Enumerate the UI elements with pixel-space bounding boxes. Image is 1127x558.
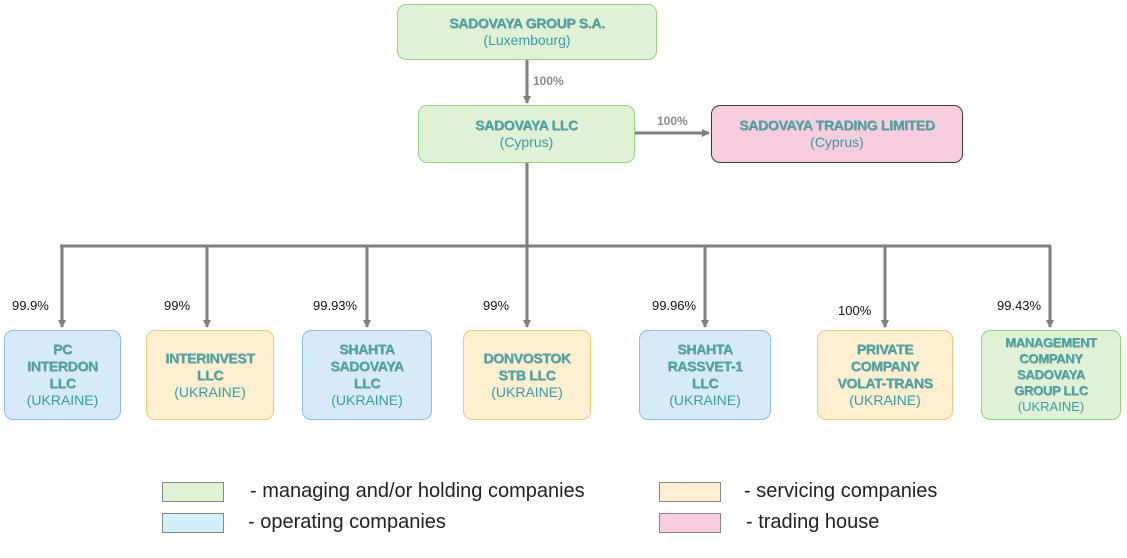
- entity-name: INTERINVEST LLC: [165, 349, 255, 383]
- entity-name: PC INTERDON LLC: [27, 341, 98, 391]
- share-label: 99.43%: [997, 298, 1042, 313]
- entity-management-company-sadovaya-group-llc: MANAGEMENT COMPANY SADOVAYA GROUP LLC (U…: [981, 330, 1121, 420]
- entity-location: (UKRAINE): [26, 392, 99, 408]
- entity-sadovaya-group-sa: SADOVAYA GROUP S.A. (Luxembourg): [397, 4, 657, 60]
- share-label: 99.93%: [313, 298, 358, 313]
- entity-location: (UKRAINE): [1017, 399, 1085, 414]
- entity-location: (Luxembourg): [483, 32, 571, 48]
- entity-private-company-volat-trans: PRIVATE COMPANY VOLAT-TRANS (UKRAINE): [817, 330, 953, 420]
- entity-donvostok-stb-llc: DONVOSTOK STB LLC (UKRAINE): [463, 330, 591, 420]
- entity-name: SADOVAYA GROUP S.A.: [449, 15, 605, 31]
- entity-sadovaya-llc: SADOVAYA LLC (Cyprus): [418, 105, 635, 163]
- entity-location: (UKRAINE): [669, 392, 741, 408]
- edge-label-share: 100%: [533, 74, 564, 88]
- entity-name: DONVOSTOK STB LLC: [483, 349, 571, 383]
- entity-location: (UKRAINE): [331, 392, 403, 408]
- share-label: 99.9%: [12, 298, 49, 313]
- legend-label-operating: - operating companies: [248, 511, 446, 533]
- share-label: 99%: [483, 298, 510, 313]
- legend-swatch-trading: [659, 513, 721, 533]
- entity-name: MANAGEMENT COMPANY SADOVAYA GROUP LLC: [1005, 335, 1097, 398]
- entity-location: (Cyprus): [810, 134, 864, 150]
- entity-name: SHAHTA SADOVAYA LLC: [330, 341, 404, 391]
- entity-name: PRIVATE COMPANY VOLAT-TRANS: [837, 341, 933, 391]
- entity-name: SHAHTA RASSVET-1 LLC: [667, 341, 743, 391]
- share-label: 99%: [164, 298, 191, 313]
- share-label: 99.96%: [652, 298, 697, 313]
- entity-shahta-sadovaya-llc: SHAHTA SADOVAYA LLC (UKRAINE): [302, 330, 432, 420]
- entity-name: SADOVAYA TRADING LIMITED: [739, 117, 935, 133]
- entity-interinvest-llc: INTERINVEST LLC (UKRAINE): [146, 330, 274, 420]
- entity-sadovaya-trading-limited: SADOVAYA TRADING LIMITED (Cyprus): [711, 105, 963, 163]
- legend-label-trading: - trading house: [746, 511, 880, 533]
- edge-label-share: 100%: [657, 114, 688, 128]
- share-label: 100%: [838, 303, 872, 318]
- legend-label-managing: - managing and/or holding companies: [250, 480, 585, 502]
- legend-swatch-managing: [162, 482, 224, 502]
- entity-pc-interdon-llc: PC INTERDON LLC (UKRAINE): [4, 330, 121, 420]
- legend-swatch-servicing: [659, 482, 721, 502]
- legend-swatch-operating: [162, 513, 224, 533]
- entity-name: SADOVAYA LLC: [475, 117, 578, 133]
- entity-location: (Cyprus): [499, 134, 554, 150]
- entity-location: (UKRAINE): [174, 383, 246, 400]
- entity-location: (UKRAINE): [849, 392, 921, 408]
- legend-label-servicing: - servicing companies: [744, 480, 938, 502]
- entity-location: (UKRAINE): [491, 383, 563, 400]
- entity-shahta-rassvet-1-llc: SHAHTA RASSVET-1 LLC (UKRAINE): [639, 330, 771, 420]
